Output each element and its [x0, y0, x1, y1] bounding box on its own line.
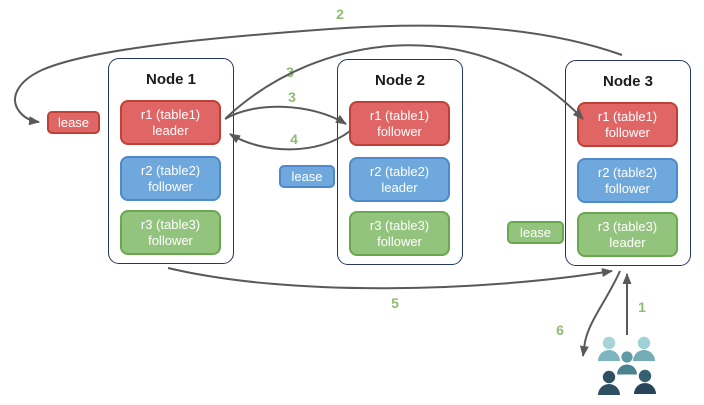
node-2-box: Node 2 r1 (table1) follower r2 (table2) … — [337, 59, 463, 265]
replica-range-label: r3 (table3) — [369, 217, 430, 233]
node1-replica-r1: r1 (table1) leader — [120, 100, 221, 145]
step-label-3a: 3 — [286, 64, 294, 80]
lease-label: lease — [57, 115, 90, 130]
step-label-2: 2 — [336, 6, 344, 22]
replica-range-label: r2 (table2) — [597, 164, 658, 180]
node2-replica-r1: r1 (table1) follower — [349, 101, 450, 146]
step-label-1: 1 — [638, 299, 646, 315]
node-1-box: Node 1 r1 (table1) leader r2 (table2) fo… — [108, 58, 234, 264]
node2-replica-r3: r3 (table3) follower — [349, 211, 450, 256]
node1-replica-r3: r3 (table3) follower — [120, 210, 221, 255]
arrow-step-5 — [167, 267, 613, 290]
step-label-4: 4 — [290, 131, 298, 147]
node-3-title: Node 3 — [602, 73, 653, 90]
users-icon — [598, 336, 656, 395]
replica-role-label: follower — [377, 123, 422, 139]
node-3-box: Node 3 r1 (table1) follower r2 (table2) … — [565, 60, 691, 266]
person-glyph — [617, 351, 637, 375]
replica-range-label: r2 (table2) — [140, 162, 201, 178]
arrow-step-2 — [14, 24, 623, 126]
person-glyph — [633, 336, 655, 361]
step-label-5: 5 — [391, 295, 399, 311]
replica-range-label: r1 (table1) — [597, 108, 658, 124]
lease-badge-r1: lease — [47, 111, 100, 134]
replica-role-label: leader — [609, 234, 646, 250]
node3-replica-r3: r3 (table3) leader — [577, 212, 678, 257]
lease-badge-r3: lease — [507, 221, 564, 244]
node2-replica-r2: r2 (table2) leader — [349, 157, 450, 202]
node3-replica-r1: r1 (table1) follower — [577, 102, 678, 147]
arrow-step-6 — [579, 270, 621, 357]
node-2-title: Node 2 — [374, 72, 425, 89]
node1-replica-r2: r2 (table2) follower — [120, 156, 221, 201]
replica-range-label: r1 (table1) — [140, 106, 201, 122]
person-glyph — [598, 336, 620, 361]
lease-label: lease — [519, 225, 552, 240]
lease-label: lease — [291, 169, 323, 184]
step-label-3b: 3 — [288, 89, 296, 105]
replica-role-label: leader — [152, 122, 189, 138]
person-glyph — [598, 370, 620, 395]
replica-role-label: follower — [605, 124, 650, 140]
replica-range-label: r1 (table1) — [369, 107, 430, 123]
replica-role-label: follower — [605, 180, 650, 196]
node3-replica-r2: r2 (table2) follower — [577, 158, 678, 203]
person-glyph — [634, 369, 656, 394]
replica-range-label: r3 (table3) — [140, 216, 201, 232]
replica-role-label: follower — [148, 178, 193, 194]
replica-role-label: follower — [148, 232, 193, 248]
replica-range-label: r3 (table3) — [597, 218, 658, 234]
lease-badge-r2: lease — [279, 165, 335, 188]
replica-role-label: follower — [377, 233, 422, 249]
node-1-title: Node 1 — [145, 71, 196, 88]
arrow-step-3-to-node2 — [224, 105, 347, 125]
replica-role-label: leader — [381, 179, 418, 195]
replica-range-label: r2 (table2) — [369, 163, 430, 179]
step-label-6: 6 — [556, 322, 564, 338]
